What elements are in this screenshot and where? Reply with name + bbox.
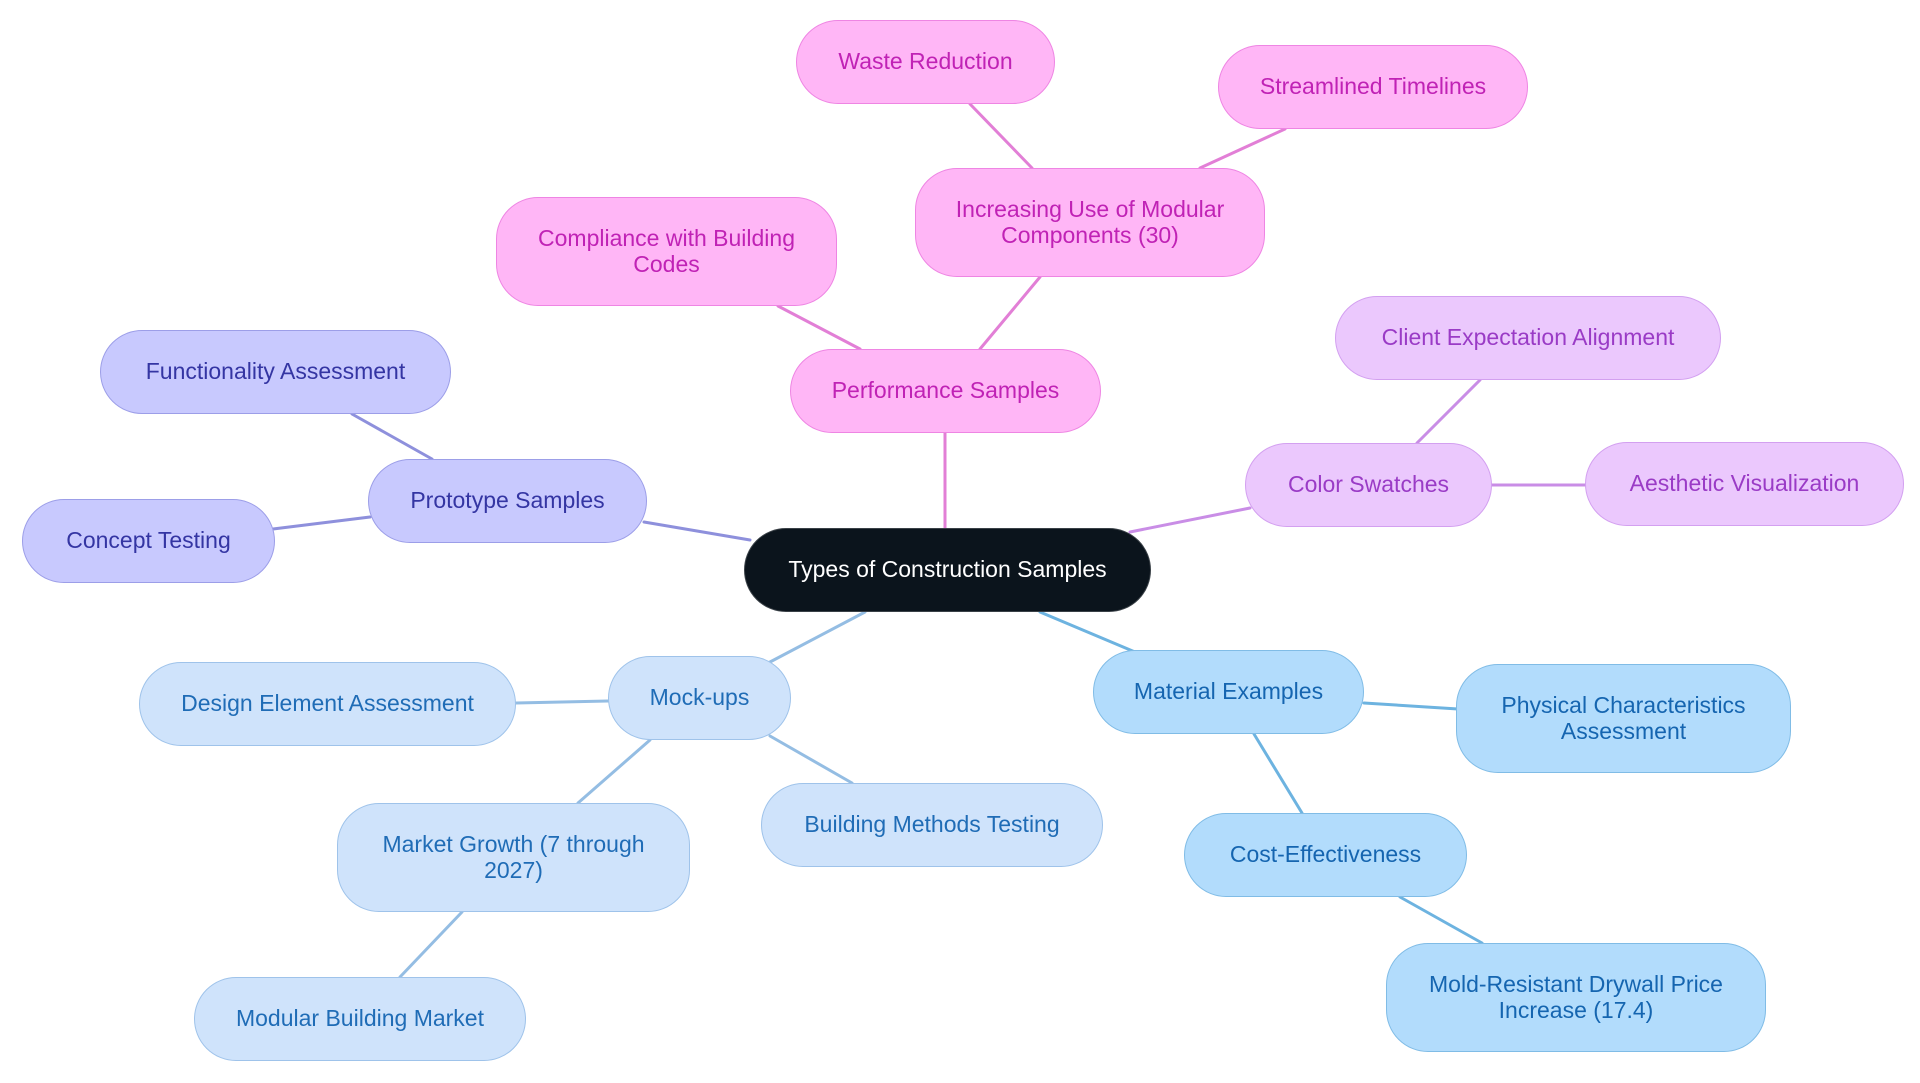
node-mold-resistant-drywall-price-increase[interactable]: Mold-Resistant Drywall Price Increase (1… [1386, 943, 1766, 1052]
node-performance-samples[interactable]: Performance Samples [790, 349, 1101, 433]
edge-root-mockups [768, 610, 867, 664]
node-client-expectation-alignment[interactable]: Client Expectation Alignment [1335, 296, 1721, 380]
edge-modular-timelines [1198, 127, 1287, 170]
edge-modular-waste [968, 102, 1034, 170]
edge-color-client [1415, 378, 1482, 445]
node-prototype-samples[interactable]: Prototype Samples [368, 459, 647, 543]
edge-mockups-building-methods [768, 734, 854, 785]
edge-mockups-market-growth [576, 738, 652, 805]
node-concept-testing[interactable]: Concept Testing [22, 499, 275, 583]
edge-prototype-functionality [350, 412, 434, 461]
node-root[interactable]: Types of Construction Samples [744, 528, 1151, 612]
edge-root-color-swatches [1128, 506, 1252, 534]
edge-prototype-concept [271, 515, 372, 531]
node-cost-effectiveness[interactable]: Cost-Effectiveness [1184, 813, 1467, 897]
node-waste-reduction[interactable]: Waste Reduction [796, 20, 1055, 104]
edge-market-growth-modular-market [398, 910, 464, 979]
node-compliance-with-building-codes[interactable]: Compliance with Building Codes [496, 197, 837, 306]
node-modular-building-market[interactable]: Modular Building Market [194, 977, 526, 1061]
node-physical-characteristics-assessment[interactable]: Physical Characteristics Assessment [1456, 664, 1791, 773]
edge-material-physical [1362, 701, 1460, 711]
node-design-element-assessment[interactable]: Design Element Assessment [139, 662, 516, 746]
edge-root-prototype [642, 520, 752, 542]
node-building-methods-testing[interactable]: Building Methods Testing [761, 783, 1103, 867]
node-market-growth[interactable]: Market Growth (7 through 2027) [337, 803, 690, 912]
node-aesthetic-visualization[interactable]: Aesthetic Visualization [1585, 442, 1904, 526]
edge-cost-drywall [1398, 895, 1484, 945]
node-material-examples[interactable]: Material Examples [1093, 650, 1364, 734]
node-streamlined-timelines[interactable]: Streamlined Timelines [1218, 45, 1528, 129]
node-mock-ups[interactable]: Mock-ups [608, 656, 791, 740]
node-increasing-use-of-modular-components[interactable]: Increasing Use of Modular Components (30… [915, 168, 1265, 277]
edge-material-cost [1252, 732, 1304, 815]
edge-mockups-design [514, 699, 610, 705]
node-functionality-assessment[interactable]: Functionality Assessment [100, 330, 451, 414]
edge-root-material [1038, 610, 1137, 654]
edge-performance-modular [978, 275, 1042, 351]
node-color-swatches[interactable]: Color Swatches [1245, 443, 1492, 527]
edge-performance-compliance [776, 304, 862, 351]
